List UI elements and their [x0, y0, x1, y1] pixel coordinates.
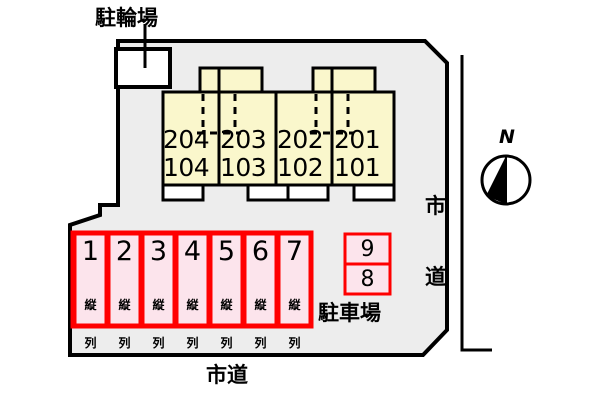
entrance-porch-3	[286, 183, 330, 202]
parking-stall-4	[175, 232, 210, 327]
parking-stall-1	[73, 232, 108, 327]
parking-stall-3	[141, 232, 176, 327]
unit-number-101: 101	[334, 153, 381, 182]
unit-number-102: 102	[277, 153, 324, 182]
entrance-porch-2	[246, 183, 290, 202]
parking-stall-number-4: 4	[183, 236, 202, 267]
bicycle-parking-box	[114, 47, 172, 89]
parking-stall-number-6: 6	[251, 236, 270, 267]
road-label-bottom: 市道	[206, 363, 248, 387]
parking-stall-number-5: 5	[217, 236, 236, 267]
tandem-char-top-5: 縦	[220, 298, 233, 313]
parking-stall-number-3: 3	[149, 236, 168, 267]
parking-stall-number-8: 8	[360, 267, 375, 292]
parking-stall-8	[343, 262, 392, 296]
bicycle-parking-label: 駐輪場	[95, 6, 158, 30]
parking-stall-number-9: 9	[360, 237, 375, 262]
parking-stall-note-5: 縦 列	[211, 274, 242, 375]
unit-number-201: 201	[334, 125, 381, 154]
parking-lot-label: 駐車場	[318, 301, 381, 325]
building-protrusion-right	[311, 66, 377, 96]
unit-number-103: 103	[220, 153, 267, 182]
parking-stall-number-7: 7	[285, 236, 304, 267]
tandem-char-top-2: 縦	[118, 298, 131, 313]
tandem-char-bottom-7: 列	[288, 335, 301, 350]
compass-rose	[480, 154, 532, 206]
compass-north-label: N	[499, 126, 515, 148]
parking-stall-7	[277, 232, 312, 327]
road-line-right	[460, 55, 492, 352]
road-label-right-char-1: 市	[425, 194, 446, 219]
road-label-right-char-2: 道	[425, 264, 446, 289]
tandem-char-bottom-3: 列	[152, 335, 165, 350]
tandem-char-top-1: 縦	[84, 298, 97, 313]
parking-stall-note-7: 縦 列	[279, 274, 310, 375]
parking-stall-6	[243, 232, 278, 327]
unit-number-203: 203	[220, 125, 267, 154]
parking-stall-note-2: 縦 列	[109, 274, 140, 375]
tandem-char-top-7: 縦	[288, 298, 301, 313]
tandem-char-bottom-6: 列	[254, 335, 267, 350]
entrance-porch-4	[352, 183, 396, 202]
parking-stall-note-1: 縦 列	[75, 274, 106, 375]
parking-stall-note-6: 縦 列	[245, 274, 276, 375]
tandem-char-bottom-5: 列	[220, 335, 233, 350]
tandem-char-bottom-2: 列	[118, 335, 131, 350]
entrance-porch-1	[161, 183, 205, 202]
unit-number-204: 204	[163, 125, 210, 154]
parking-stall-note-4: 縦 列	[177, 274, 208, 375]
road-label-right: 市 道	[425, 148, 454, 336]
parking-stall-note-3: 縦 列	[143, 274, 174, 375]
parking-stall-2	[107, 232, 142, 327]
parking-stall-number-2: 2	[115, 236, 134, 267]
unit-number-202: 202	[277, 125, 324, 154]
tandem-char-top-4: 縦	[186, 298, 199, 313]
parking-stall-number-1: 1	[81, 236, 100, 267]
tandem-char-top-3: 縦	[152, 298, 165, 313]
unit-number-104: 104	[163, 153, 210, 182]
tandem-char-top-6: 縦	[254, 298, 267, 313]
parking-stall-5	[209, 232, 244, 327]
tandem-char-bottom-1: 列	[84, 335, 97, 350]
building-protrusion-left	[198, 66, 264, 96]
parking-stall-9	[343, 232, 392, 266]
tandem-char-bottom-4: 列	[186, 335, 199, 350]
compass-needle-dark	[486, 156, 506, 204]
